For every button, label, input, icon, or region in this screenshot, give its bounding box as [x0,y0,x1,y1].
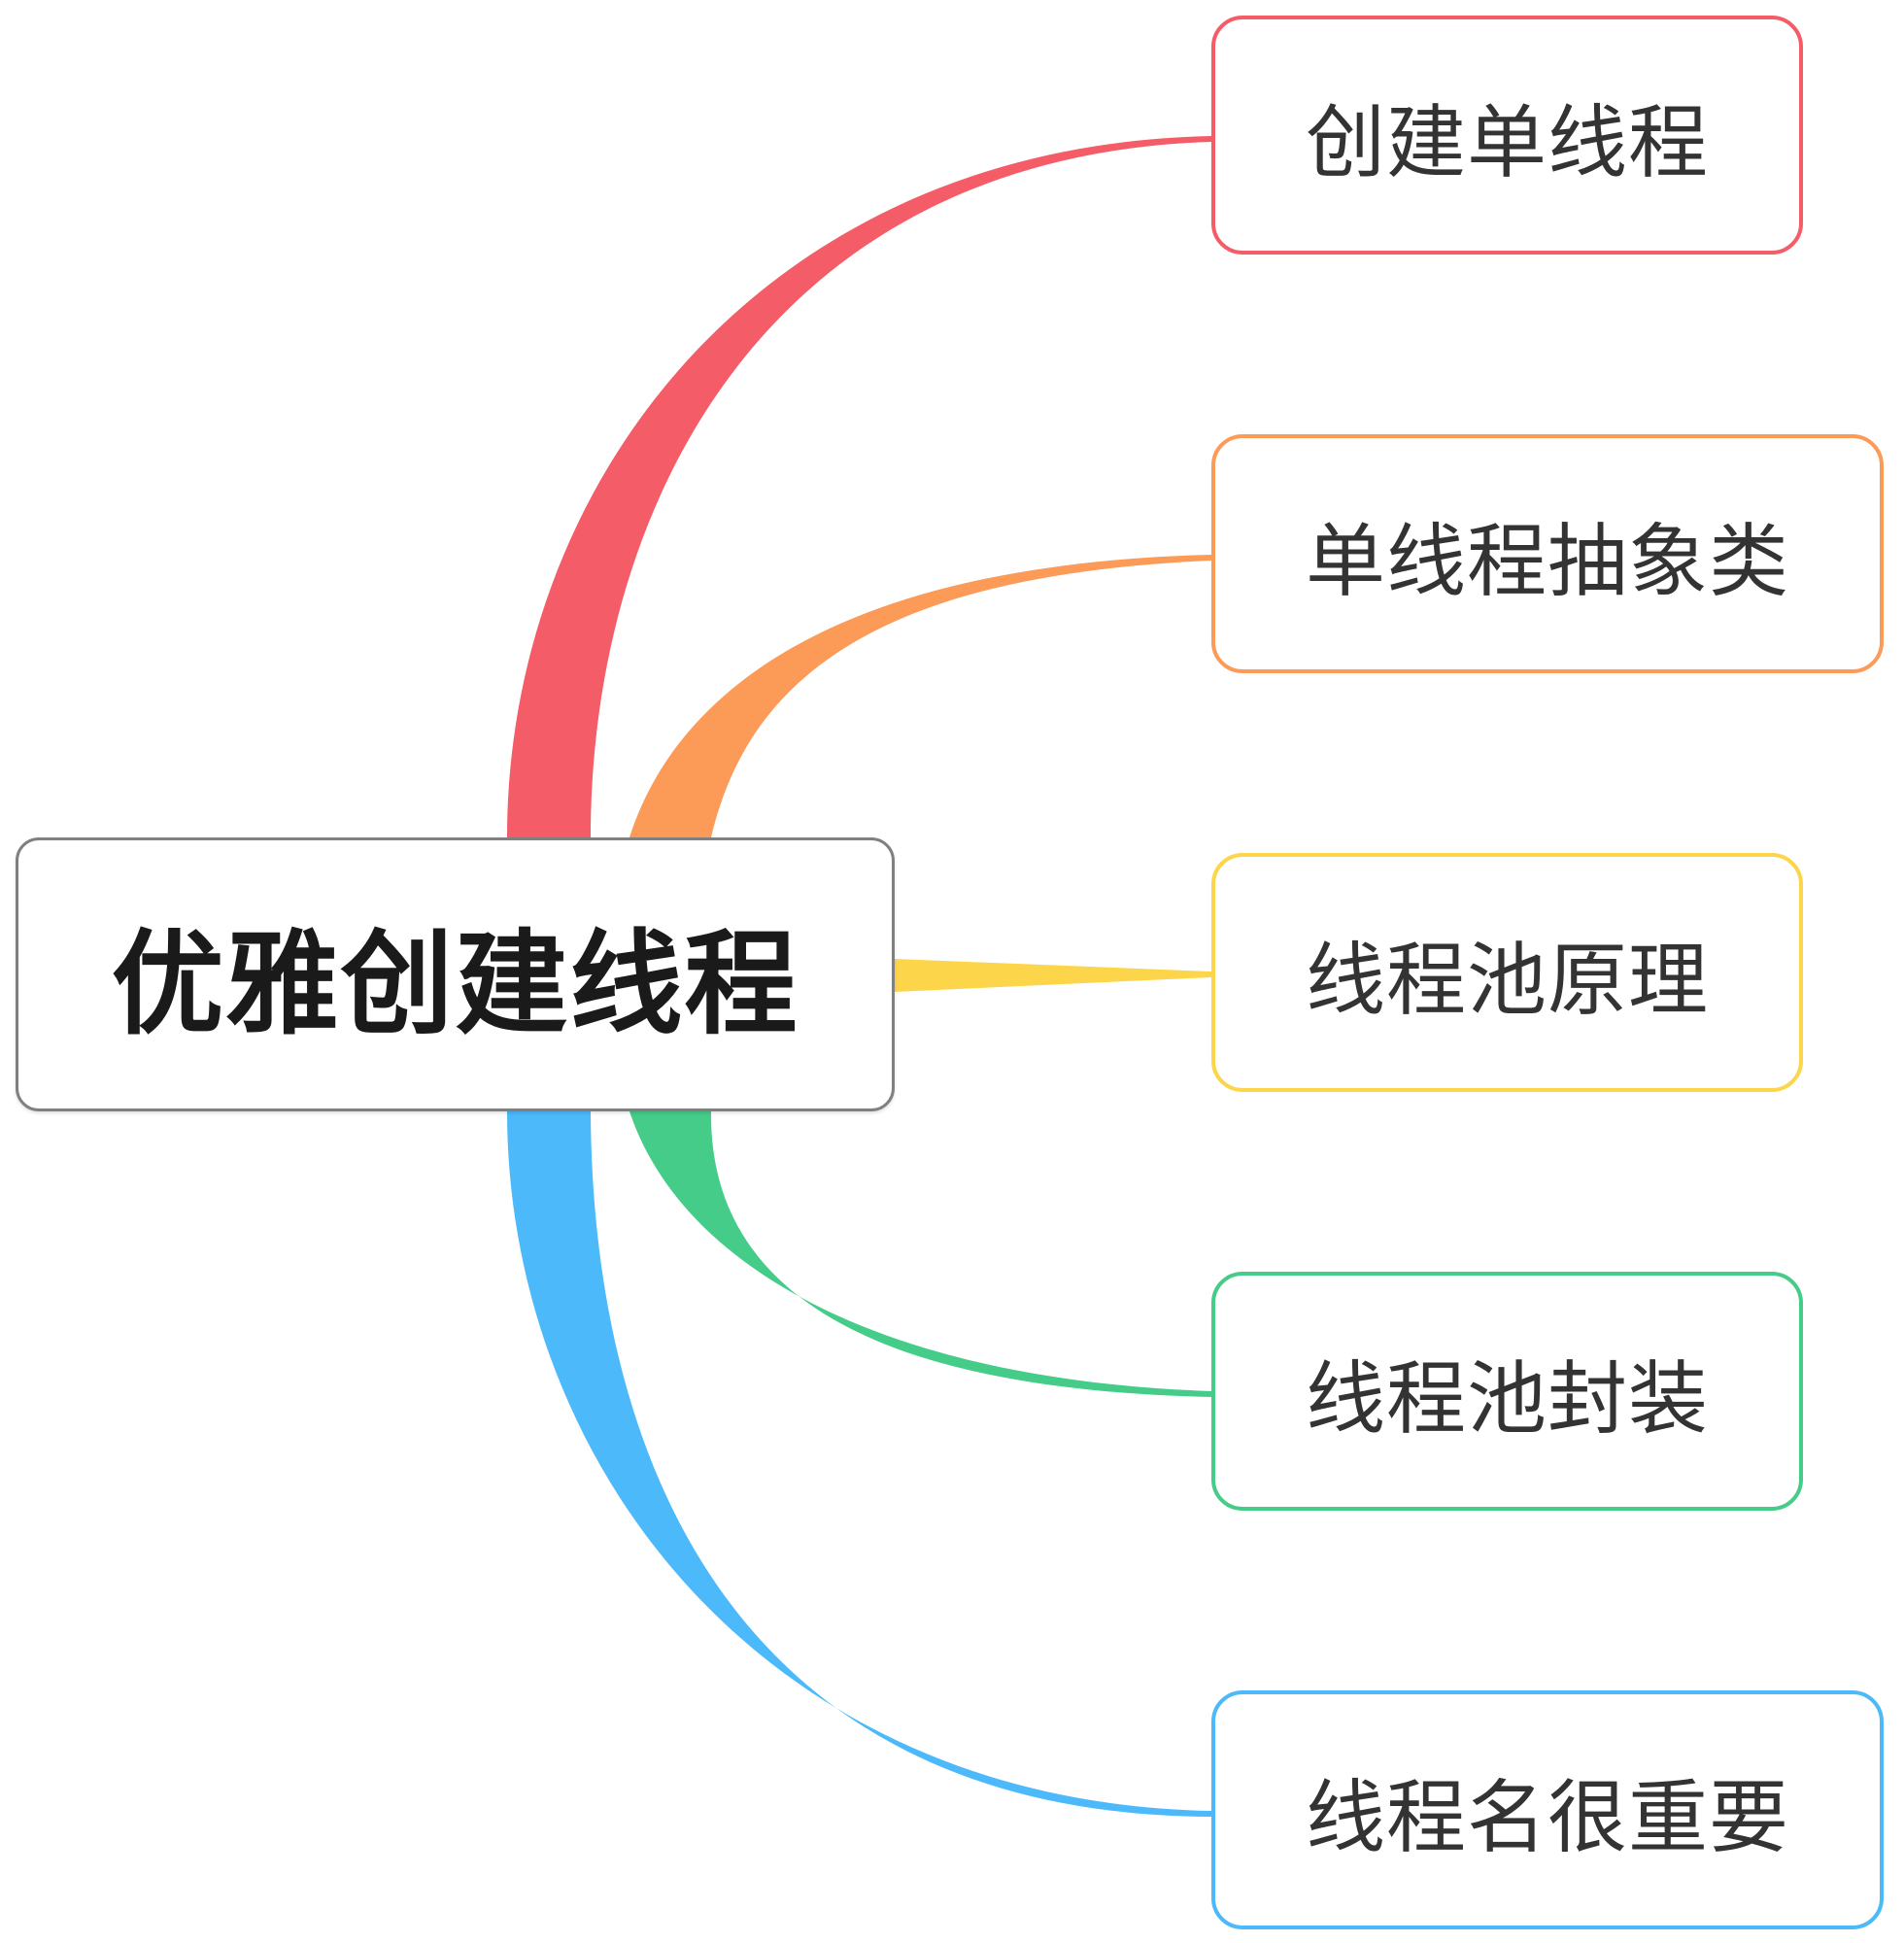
branch-topic-label: 线程池原理 [1305,934,1709,1027]
branch-connector-2 [629,555,1211,837]
root-topic[interactable]: 优雅创建线程 [16,837,895,1111]
root-topic-label: 优雅创建线程 [111,919,799,1050]
branch-connector-1 [507,136,1211,837]
branch-topic-label: 单线程抽象类 [1305,515,1789,608]
branch-topic-label: 线程名很重要 [1305,1771,1789,1864]
branch-topic-thread-pool-wrapper[interactable]: 线程池封装 [1211,1272,1803,1511]
branch-topic-single-thread-abstract-class[interactable]: 单线程抽象类 [1211,434,1884,673]
branch-connector-3 [895,959,1211,992]
branch-topic-thread-name-matters[interactable]: 线程名很重要 [1211,1690,1884,1929]
branch-topic-label: 线程池封装 [1305,1352,1709,1446]
branch-topic-label: 创建单线程 [1305,96,1709,189]
branch-topic-thread-pool-principle[interactable]: 线程池原理 [1211,853,1803,1092]
branch-topic-create-single-thread[interactable]: 创建单线程 [1211,16,1803,255]
branch-connector-4 [629,1111,1211,1397]
branch-connector-5 [507,1111,1211,1817]
